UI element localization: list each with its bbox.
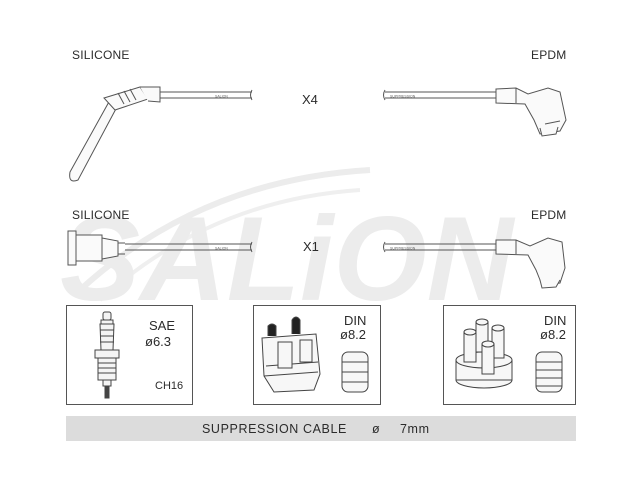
cable-diameter: 7mm	[400, 422, 430, 436]
row1-left-boot	[69, 99, 119, 182]
svg-text:SUPPRESSION: SUPPRESSION	[390, 95, 416, 99]
row1-right-material: EPDM	[531, 48, 567, 62]
terminal-din2-size: ø8.2	[540, 327, 567, 342]
terminal-box-din-1: DIN ø8.2	[253, 305, 381, 405]
cable-label: SUPPRESSION CABLE	[202, 422, 347, 436]
distributor-cap-icon	[261, 316, 369, 393]
terminal-sae-size: ø6.3	[145, 334, 172, 349]
cable-spec-bar: SUPPRESSION CABLE ø 7mm	[66, 416, 576, 441]
diameter-symbol: ø	[372, 422, 381, 436]
row2-right-material: EPDM	[531, 208, 567, 222]
terminal-box-din-2: DIN ø8.2	[443, 305, 576, 405]
svg-text:SALION: SALION	[215, 247, 228, 251]
terminal-din1-size: ø8.2	[340, 327, 367, 342]
svg-text:SALION: SALION	[215, 95, 228, 99]
terminal-din1-standard: DIN	[344, 313, 367, 328]
row2-left-material: SILICONE	[72, 208, 130, 222]
terminal-sae-code: CH16	[155, 380, 184, 392]
row1-right-boot	[495, 87, 567, 135]
terminal-sae-standard: SAE	[149, 318, 176, 333]
spark-plug-icon	[94, 311, 120, 399]
row1-quantity: X4	[302, 92, 318, 107]
svg-text:SALiON: SALiON	[60, 192, 516, 320]
row1-left-material: SILICONE	[72, 48, 130, 62]
coil-cap-icon	[455, 318, 563, 393]
svg-text:SUPPRESSION: SUPPRESSION	[390, 247, 416, 251]
row2-right-boot	[495, 237, 566, 286]
row2-quantity: X1	[303, 239, 319, 254]
watermark-logo: SALiON	[60, 167, 516, 320]
terminal-box-sae: SAE ø6.3 CH16	[66, 305, 193, 405]
terminal-din2-standard: DIN	[544, 313, 567, 328]
row2-left-boot	[67, 230, 77, 266]
